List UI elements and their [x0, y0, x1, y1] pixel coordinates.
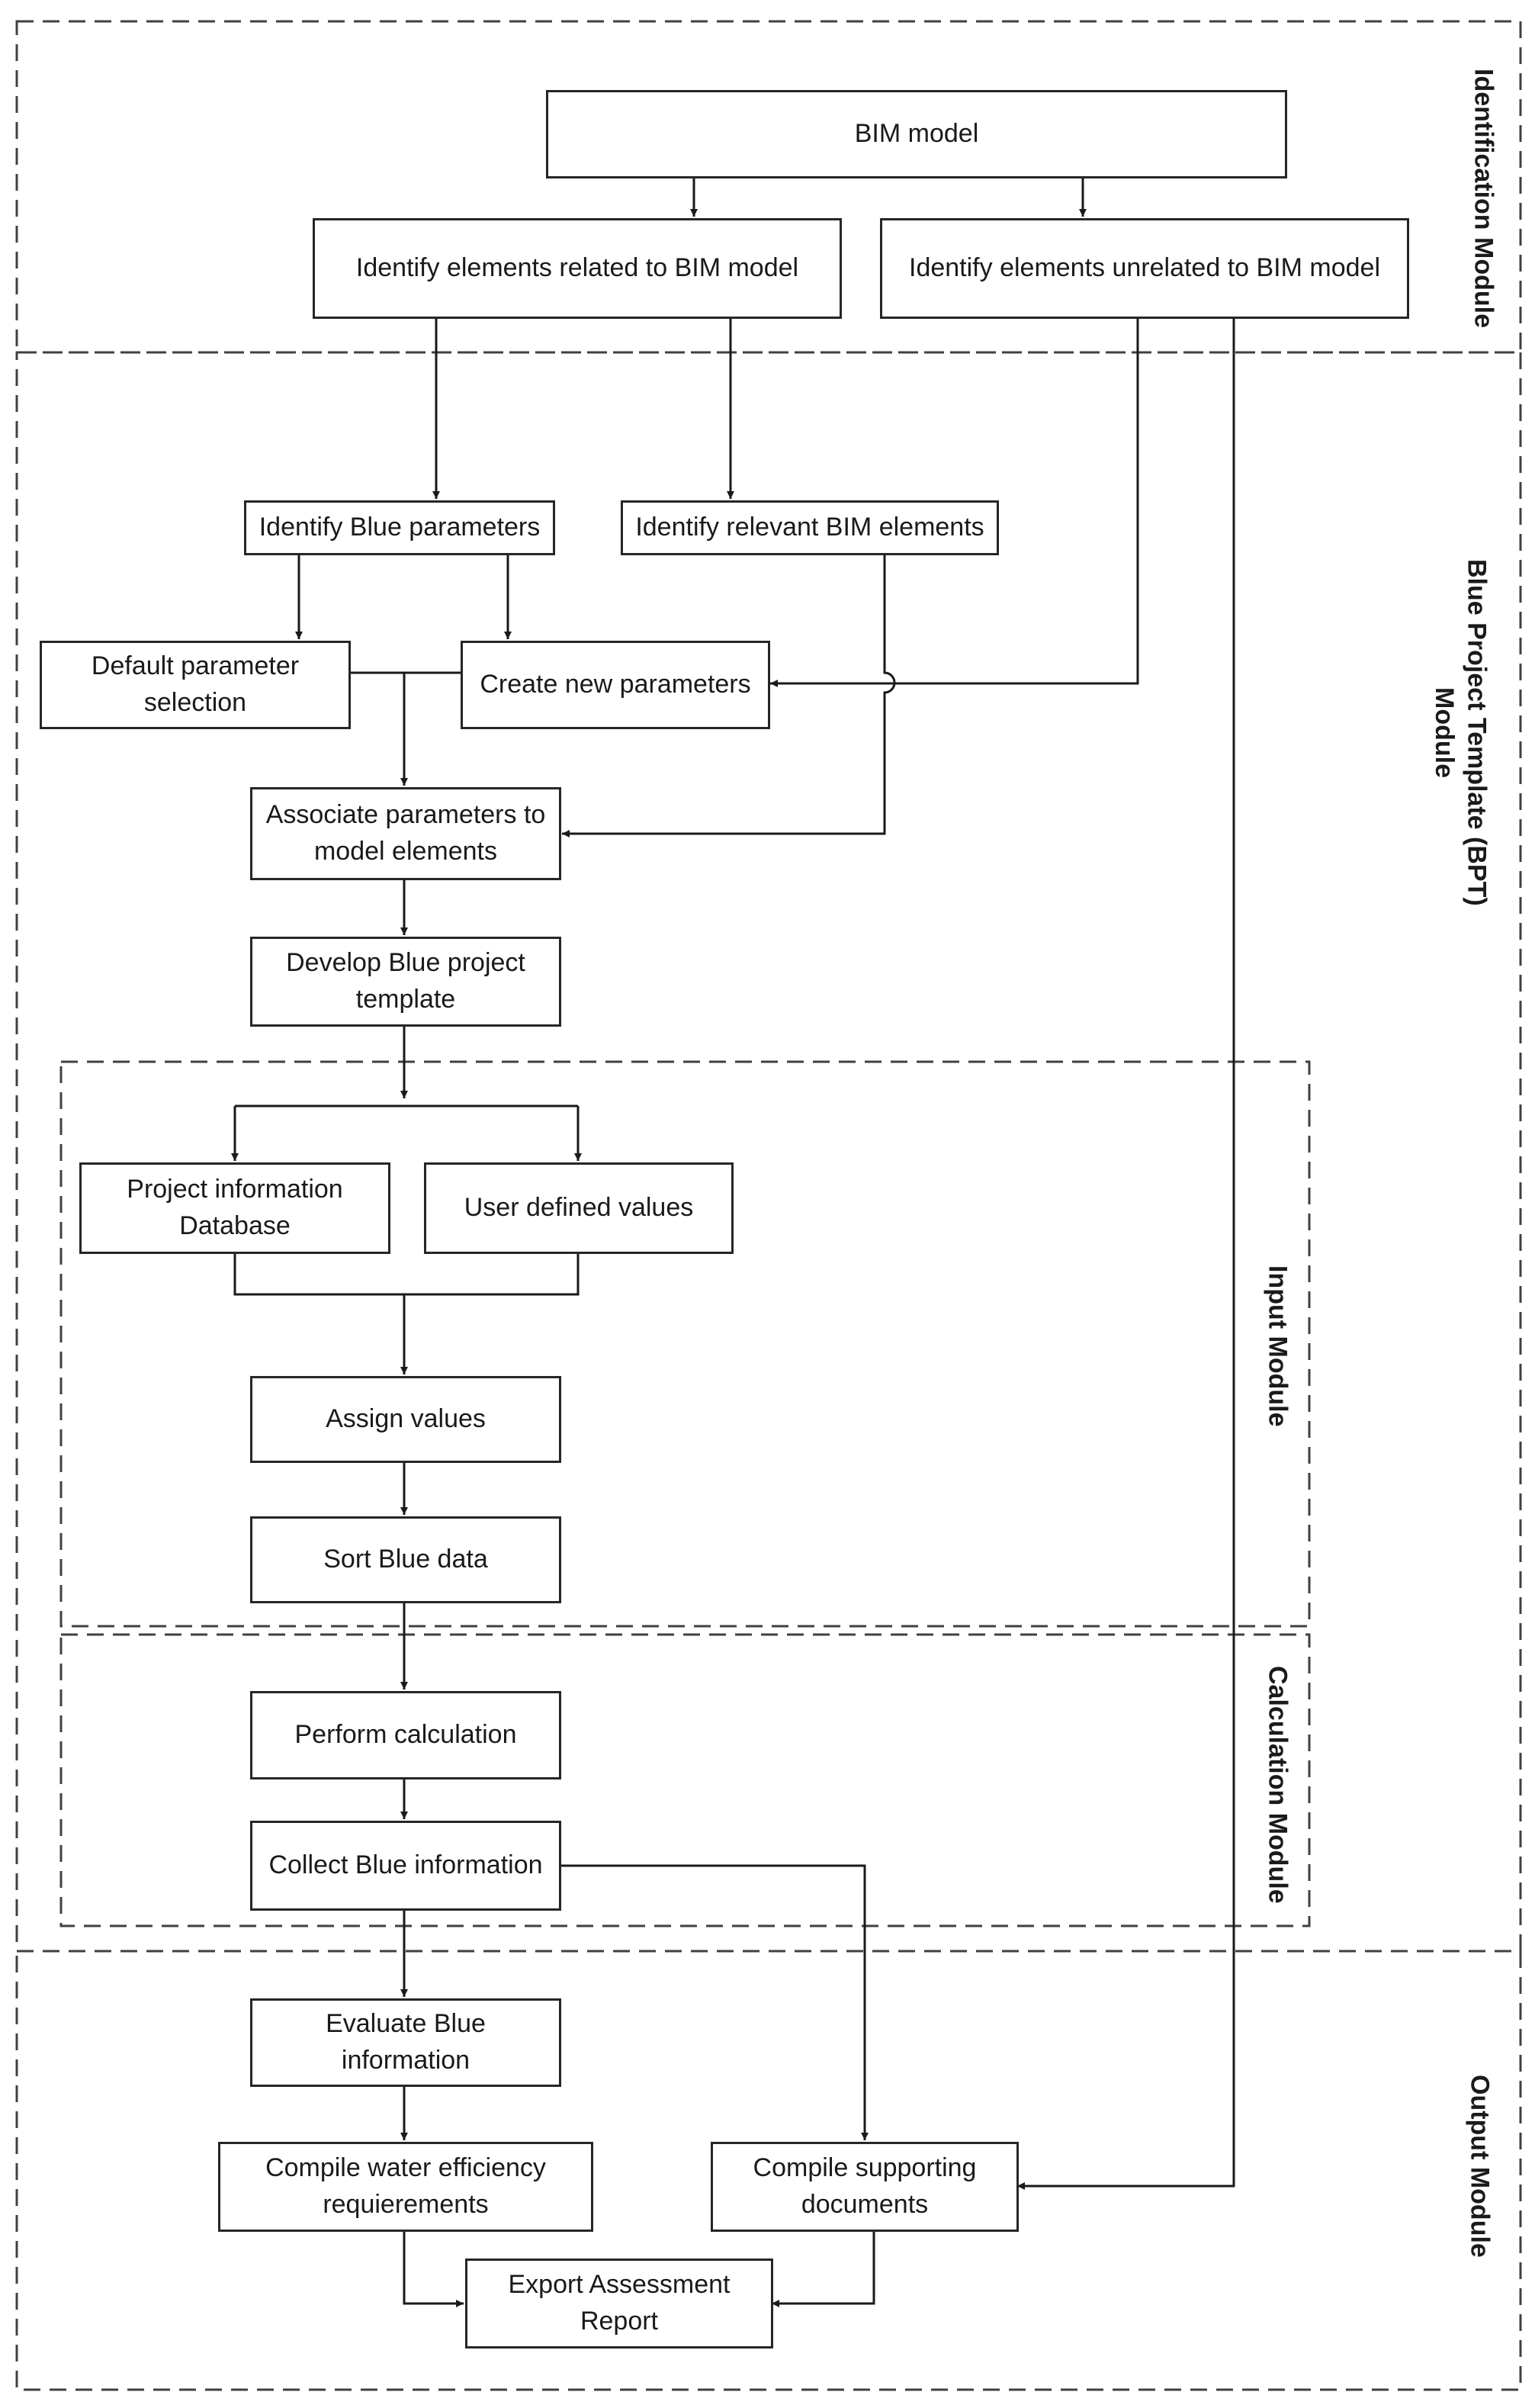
associate-parameters-box: Associate parameters to model elements	[250, 787, 561, 880]
export-assessment-report-box: Export Assessment Report	[465, 2259, 773, 2349]
arrow-relevant-bim-to-associate	[562, 555, 896, 837]
bim-model-box: BIM model	[546, 90, 1287, 178]
identify-relevant-bim-elements-box: Identify relevant BIM elements	[621, 500, 999, 555]
identification-module-label: Identification Module	[1469, 69, 1498, 328]
identify-related-elements-box: Identify elements related to BIM model	[313, 218, 842, 319]
collect-blue-information-box: Collect Blue information	[250, 1821, 561, 1911]
output-module-region	[15, 1950, 1522, 2391]
assign-values-box: Assign values	[250, 1376, 561, 1463]
input-module-region	[59, 1060, 1311, 1628]
output-module-label: Output Module	[1465, 2075, 1495, 2258]
arrow-unrelated-to-create	[770, 319, 1139, 687]
create-new-parameters-box: Create new parameters	[461, 641, 770, 729]
calculation-module-region	[59, 1633, 1311, 1927]
compile-water-efficiency-box: Compile water efficiency requierements	[218, 2142, 593, 2232]
compile-supporting-documents-box: Compile supporting documents	[711, 2142, 1019, 2232]
default-parameter-selection-box: Default parameter selection	[40, 641, 351, 729]
perform-calculation-box: Perform calculation	[250, 1691, 561, 1779]
connector-merge-bar	[233, 1254, 580, 1296]
user-defined-values-box: User defined values	[424, 1162, 734, 1254]
arrow-collect-to-supporting-documents	[560, 1864, 869, 2140]
calculation-module-label: Calculation Module	[1263, 1666, 1293, 1904]
sort-blue-data-box: Sort Blue data	[250, 1516, 561, 1603]
identify-unrelated-elements-box: Identify elements unrelated to BIM model	[880, 218, 1409, 319]
arrow-unrelated-to-supporting-documents	[1017, 319, 1235, 2190]
project-information-database-box: Project information Database	[79, 1162, 390, 1254]
input-module-label: Input Module	[1263, 1265, 1293, 1427]
identify-blue-parameters-box: Identify Blue parameters	[244, 500, 555, 555]
arrow-water-efficiency-to-export	[403, 2232, 464, 2307]
evaluate-blue-information-box: Evaluate Blue information	[250, 1998, 561, 2087]
arrow-supporting-documents-to-export	[772, 2232, 875, 2307]
develop-blue-project-template-box: Develop Blue project template	[250, 937, 561, 1027]
identification-module-region	[15, 20, 1522, 354]
bpt-module-label: Blue Project Template (BPT) Module	[1430, 558, 1492, 906]
